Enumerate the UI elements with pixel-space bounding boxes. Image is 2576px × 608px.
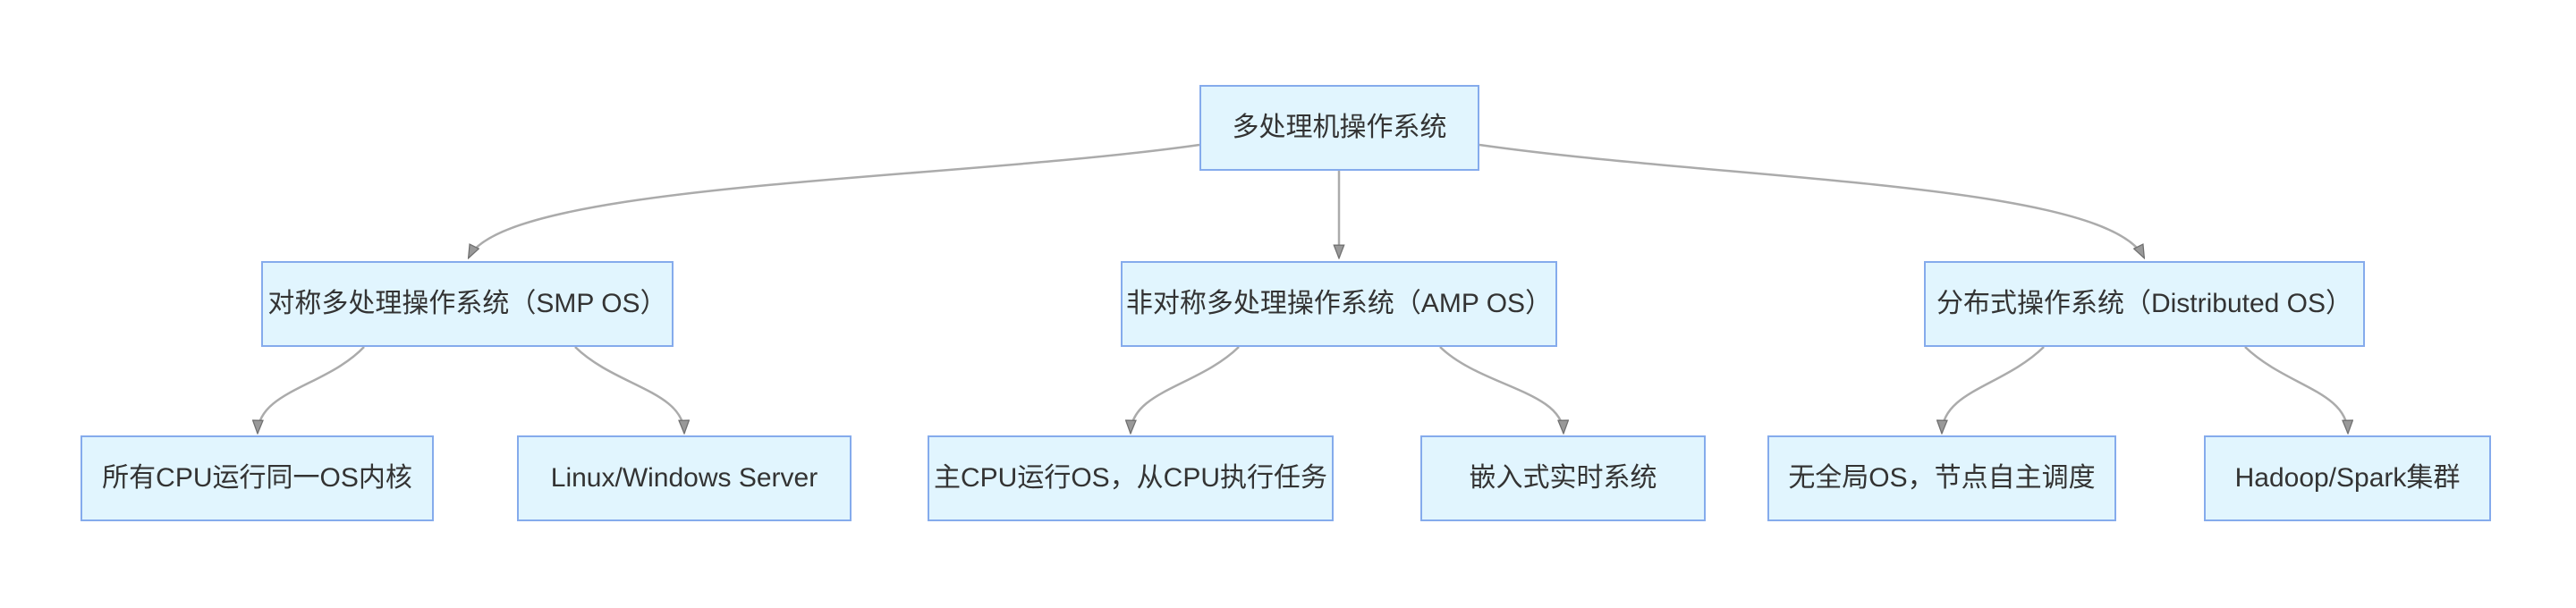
node-distributed-os: 分布式操作系统（Distributed OS） <box>1924 261 2365 347</box>
node-master-slave-cpu-label: 主CPU运行OS，从CPU执行任务 <box>933 463 1328 494</box>
node-amp-os: 非对称多处理操作系统（AMP OS） <box>1121 261 1557 347</box>
node-root-label: 多处理机操作系统 <box>1232 113 1447 143</box>
edge-amp-child2 <box>1439 346 1563 433</box>
edge-dist-child1 <box>1942 346 2045 433</box>
node-root: 多处理机操作系统 <box>1199 85 1479 171</box>
edge-dist-child2 <box>2244 346 2348 433</box>
node-no-global-os: 无全局OS，节点自主调度 <box>1767 435 2116 521</box>
node-linux-windows-server-label: Linux/Windows Server <box>550 463 818 494</box>
node-hadoop-spark-cluster-label: Hadoop/Spark集群 <box>2234 463 2461 494</box>
edge-amp-child1 <box>1131 346 1240 433</box>
node-embedded-realtime: 嵌入式实时系统 <box>1420 435 1706 521</box>
node-embedded-realtime-label: 嵌入式实时系统 <box>1469 463 1657 494</box>
node-smp-os: 对称多处理操作系统（SMP OS） <box>261 261 674 347</box>
node-linux-windows-server: Linux/Windows Server <box>517 435 852 521</box>
edge-smp-child1 <box>258 346 365 433</box>
edge-smp-child2 <box>574 346 684 433</box>
node-no-global-os-label: 无全局OS，节点自主调度 <box>1788 463 2096 494</box>
node-amp-os-label: 非对称多处理操作系统（AMP OS） <box>1125 289 1553 319</box>
node-smp-os-label: 对称多处理操作系统（SMP OS） <box>267 289 667 319</box>
edge-root-smp <box>469 143 1200 258</box>
node-master-slave-cpu: 主CPU运行OS，从CPU执行任务 <box>928 435 1334 521</box>
node-smp-kernel-label: 所有CPU运行同一OS内核 <box>102 463 412 494</box>
node-distributed-os-label: 分布式操作系统（Distributed OS） <box>1936 289 2353 319</box>
node-smp-kernel: 所有CPU运行同一OS内核 <box>80 435 434 521</box>
edge-root-dist <box>1479 143 2144 258</box>
node-hadoop-spark-cluster: Hadoop/Spark集群 <box>2204 435 2491 521</box>
